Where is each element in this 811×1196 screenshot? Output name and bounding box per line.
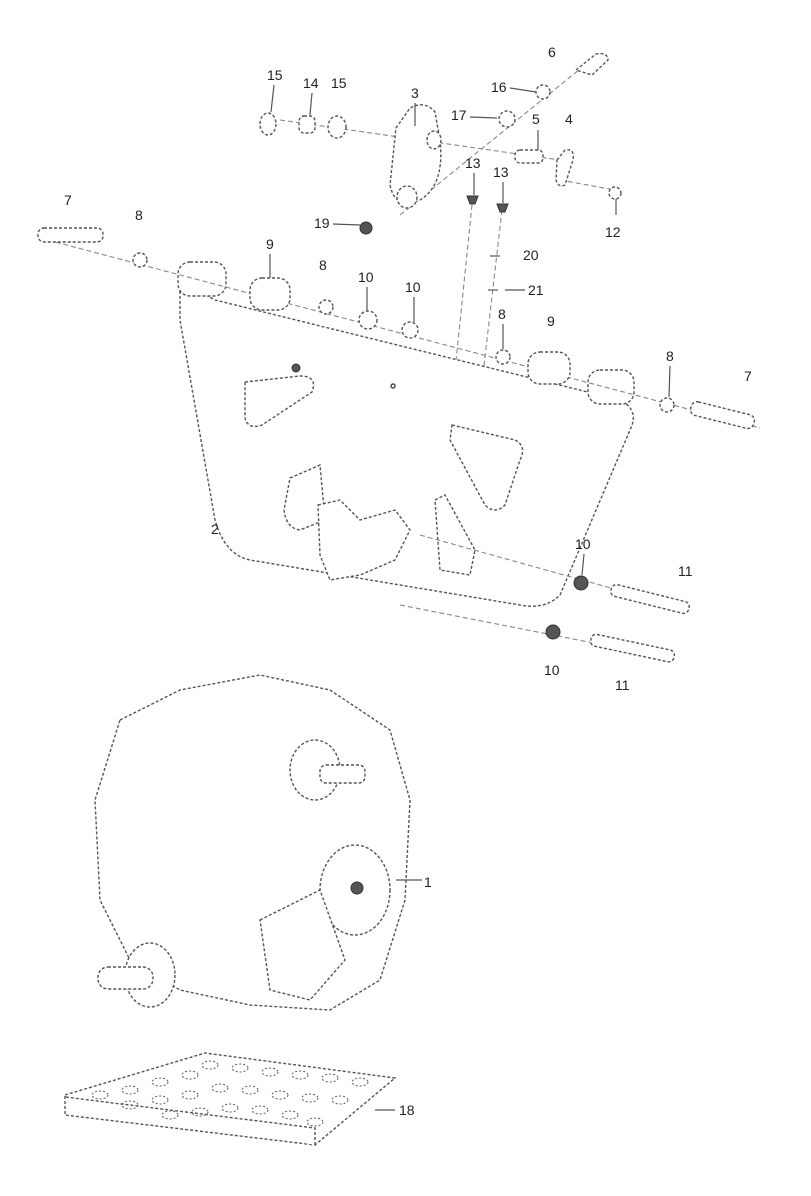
frame-cutout-lower-left — [283, 463, 326, 531]
washer-15-right — [327, 115, 347, 139]
transmission-1 — [94, 674, 411, 1011]
linkage-assembly — [259, 52, 622, 235]
callout-13-left: 13 — [465, 155, 481, 171]
washer-8-left-inner — [318, 299, 334, 315]
mounting-plate — [317, 499, 411, 581]
callout-18: 18 — [399, 1102, 415, 1118]
callout-1: 1 — [424, 874, 432, 890]
callout-6: 6 — [548, 44, 556, 60]
callout-4: 4 — [565, 111, 573, 127]
frame-cutout-left — [244, 375, 315, 428]
callout-7-left: 7 — [64, 192, 72, 208]
callout-8-left-inner: 8 — [319, 257, 327, 273]
washer-8-right-inner — [495, 349, 511, 365]
callout-10-upper-left: 10 — [358, 269, 374, 285]
lever-3-lower-hole — [396, 185, 418, 209]
spacer-5 — [514, 149, 544, 164]
frame-tube-left — [177, 261, 227, 297]
callout-15-right: 15 — [331, 75, 347, 91]
grease-fitting-13-left — [466, 195, 479, 205]
nut-10-lower-lower — [545, 624, 561, 640]
bolt-7-right — [689, 401, 756, 430]
output-shaft-upper — [319, 764, 366, 784]
bolt-11-upper — [610, 583, 690, 615]
callout-7-right: 7 — [744, 368, 752, 384]
screw-12 — [608, 186, 622, 200]
callout-15-left: 15 — [267, 67, 283, 83]
nut-19 — [359, 221, 373, 235]
callout-12: 12 — [605, 224, 621, 240]
washer-8-left-outer — [132, 252, 148, 268]
callout-19: 19 — [314, 215, 330, 231]
frame-small-hole — [390, 383, 396, 389]
bolt-7-left — [37, 227, 104, 243]
bushing-9-right — [527, 351, 571, 385]
callout-8-left-outer: 8 — [135, 207, 143, 223]
output-shaft-center — [350, 881, 364, 895]
callout-21: 21 — [528, 282, 544, 298]
bushing-9-left — [249, 277, 291, 311]
side-cover — [259, 889, 346, 1001]
swing-arm-frame-2 — [39, 237, 761, 607]
lower-mount-hardware — [399, 534, 691, 663]
callout-11-lower: 11 — [615, 677, 630, 693]
callout-17: 17 — [451, 107, 467, 123]
washer-17 — [498, 110, 516, 128]
mat-outline — [64, 1052, 397, 1146]
callout-14: 14 — [303, 75, 319, 91]
bolt-11-lower — [589, 633, 676, 663]
nut-10-upper-right — [401, 321, 419, 339]
frame-bolt-hole — [291, 363, 301, 373]
leader-lines — [269, 84, 671, 1111]
frame-tube-right — [587, 369, 635, 405]
right-pivot-hardware — [495, 349, 756, 430]
callout-9-left: 9 — [266, 236, 274, 252]
callout-2: 2 — [211, 521, 219, 537]
nut-10-upper-left — [358, 310, 378, 330]
bolt-6 — [574, 52, 609, 76]
lever-3-hole — [426, 130, 442, 150]
nut-16 — [535, 84, 551, 100]
washer-15-left — [259, 112, 277, 136]
callout-8-right-inner: 8 — [498, 306, 506, 322]
callout-10-lower-lower: 10 — [544, 662, 560, 678]
nut-10-lower-upper — [573, 575, 589, 591]
frame-cutout-lower-right — [434, 494, 476, 576]
callout-3: 3 — [411, 85, 419, 101]
frame-cutout-right — [449, 424, 524, 511]
grease-fitting-13-right — [496, 203, 509, 213]
mat-studs — [91, 1060, 369, 1127]
callout-9-right: 9 — [547, 313, 555, 329]
washer-8-right-outer — [659, 397, 675, 413]
callout-labels: 15 14 15 3 6 16 17 5 4 13 13 19 12 7 8 9… — [64, 44, 752, 1118]
rubber-mat-18 — [64, 1052, 397, 1146]
lever-3 — [389, 104, 442, 204]
callout-20: 20 — [523, 247, 539, 263]
bushing-14 — [298, 115, 316, 134]
callout-16: 16 — [491, 79, 507, 95]
callout-10-lower-upper: 10 — [575, 536, 591, 552]
callout-8-right-outer: 8 — [666, 348, 674, 364]
callout-13-right: 13 — [493, 164, 509, 180]
callout-11-upper: 11 — [678, 563, 693, 579]
callout-5: 5 — [532, 111, 540, 127]
output-shaft-lower — [97, 966, 154, 990]
clip-4 — [555, 149, 575, 187]
callout-10-upper-right: 10 — [405, 279, 421, 295]
